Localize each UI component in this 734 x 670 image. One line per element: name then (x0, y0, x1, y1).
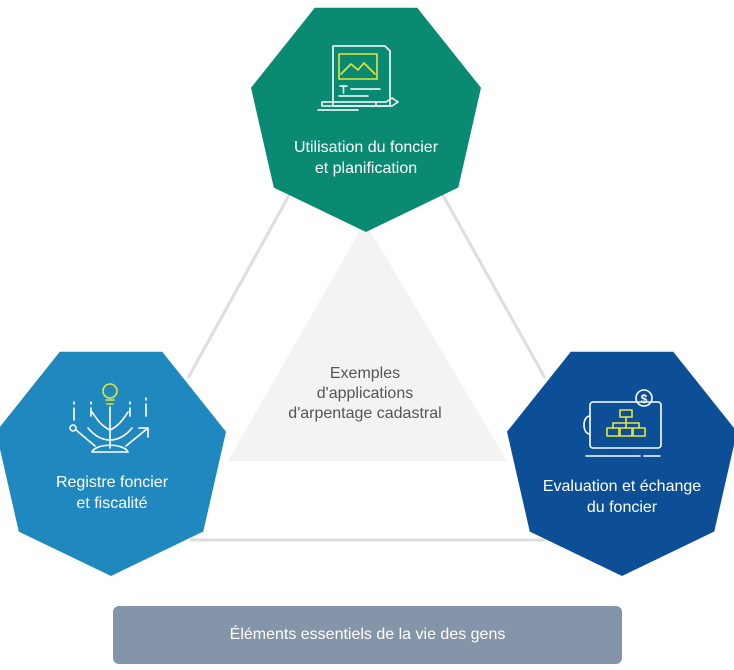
connector-top-right (438, 189, 547, 379)
center-triangle (228, 222, 507, 461)
node-right-label: Evaluation et échange du foncier (517, 476, 727, 518)
svg-text:$: $ (641, 392, 648, 406)
footer-bar: Éléments essentiels de la vie des gens (113, 606, 622, 664)
node-right-shape (507, 351, 734, 576)
lightbulb-growth-icon (69, 383, 149, 453)
node-right-label-line2: du foncier (586, 499, 658, 516)
org-chart-board-dollar-icon: $ (583, 389, 662, 457)
node-left-label: Registre foncier et fiscalité (12, 472, 212, 514)
center-label-line3: d'arpentage cadastral (288, 405, 442, 422)
node-left-label-line2: et fiscalité (76, 495, 148, 512)
node-left-shape (0, 351, 226, 576)
node-left-label-line1: Registre foncier (55, 474, 169, 491)
node-top-label: Utilisation du foncier et planification (260, 137, 472, 179)
document-landscape-pen-icon (317, 45, 399, 111)
node-top-label-line2: et planification (314, 160, 418, 177)
center-label: Exemples d'applications d'arpentage cada… (255, 364, 475, 424)
node-top-label-line1: Utilisation du foncier (293, 139, 439, 156)
node-top-shape (251, 7, 481, 233)
center-label-line2: d'applications (316, 385, 414, 402)
center-label-line1: Exemples (329, 365, 401, 382)
footer-label: Éléments essentiels de la vie des gens (229, 626, 506, 643)
node-right-label-line1: Evaluation et échange (542, 478, 702, 495)
connector-top-left (186, 189, 294, 379)
